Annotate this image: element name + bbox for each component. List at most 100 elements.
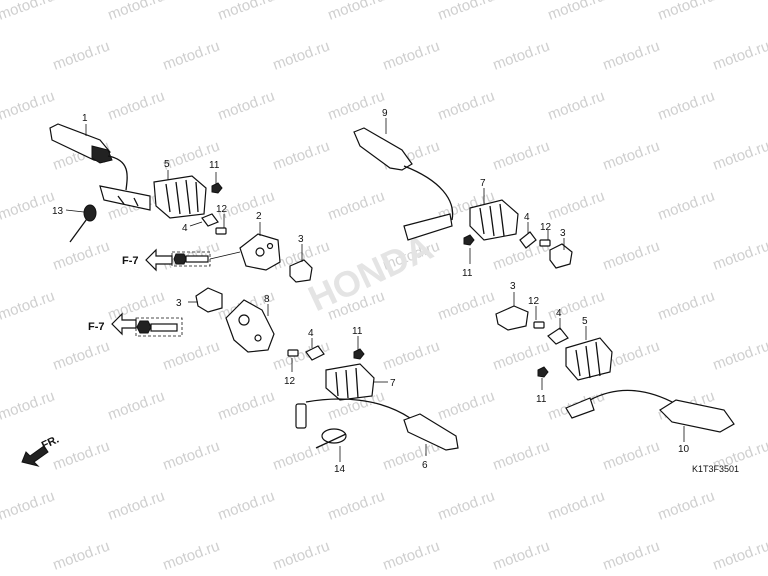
- watermark-text: motod.ru: [711, 538, 768, 574]
- bolt-upper: [171, 251, 241, 267]
- leader-lines: [65, 118, 685, 462]
- fasteners-lower-right: [533, 321, 569, 378]
- stay-bracket-8: [225, 299, 275, 353]
- watermark-text: motod.ru: [601, 438, 662, 474]
- collar-3-left: [195, 287, 223, 313]
- watermark-text: motod.ru: [51, 38, 112, 74]
- watermark-text: motod.ru: [656, 188, 717, 224]
- watermark-text: motod.ru: [161, 338, 222, 374]
- watermark-text: motod.ru: [381, 38, 442, 74]
- watermark-text: motod.ru: [0, 388, 57, 424]
- watermark-text: motod.ru: [436, 288, 497, 324]
- callout-11: 11: [352, 326, 363, 337]
- band-clamp-13: [69, 204, 97, 243]
- ref-label-f7-upper: F-7: [122, 255, 139, 267]
- watermark-text: motod.ru: [711, 38, 768, 74]
- winker-rear-left: [295, 398, 459, 451]
- callout-5: 5: [582, 316, 588, 327]
- watermark-text: motod.ru: [161, 438, 222, 474]
- watermark-text: motod.ru: [0, 538, 2, 574]
- watermark-text: motod.ru: [51, 338, 112, 374]
- watermark-text: motod.ru: [326, 88, 387, 124]
- ref-label-f7-lower: F-7: [88, 321, 105, 333]
- watermark-text: motod.ru: [216, 0, 277, 24]
- callout-3: 3: [560, 228, 566, 239]
- watermark-text: motod.ru: [0, 38, 2, 74]
- watermark-text: motod.ru: [106, 388, 167, 424]
- collar-3-upper-right: [549, 243, 573, 269]
- watermark-text: motod.ru: [436, 0, 497, 24]
- watermark-text: motod.ru: [216, 388, 277, 424]
- callout-3: 3: [298, 234, 304, 245]
- watermark-text: motod.ru: [326, 188, 387, 224]
- watermark-text: motod.ru: [0, 138, 2, 174]
- watermark-text: motod.ru: [381, 538, 442, 574]
- callout-12: 12: [540, 222, 552, 233]
- callout-10: 10: [678, 444, 690, 455]
- callout-12: 12: [284, 376, 296, 387]
- watermark-text: motod.ru: [436, 388, 497, 424]
- watermark-text: motod.ru: [161, 38, 222, 74]
- fasteners-upper-left: [201, 182, 227, 235]
- bolt-lower: [135, 317, 183, 337]
- watermark-text: motod.ru: [546, 88, 607, 124]
- rubber-mount-7-lower: [325, 363, 375, 401]
- collar-3-right: [495, 305, 529, 331]
- watermark-text: motod.ru: [766, 0, 768, 24]
- watermark-text: motod.ru: [216, 88, 277, 124]
- callout-11: 11: [209, 160, 220, 171]
- watermark-text: motod.ru: [711, 338, 768, 374]
- callout-11: 11: [462, 268, 473, 279]
- watermark-text: motod.ru: [216, 488, 277, 524]
- fasteners-upper-right: [463, 231, 551, 249]
- winker-front-left: [49, 123, 151, 211]
- watermark-text: motod.ru: [436, 88, 497, 124]
- watermark-text: motod.ru: [656, 288, 717, 324]
- watermark-text: motod.ru: [546, 188, 607, 224]
- callout-2: 2: [256, 211, 262, 222]
- watermark-text: motod.ru: [0, 438, 2, 474]
- watermark-text: motod.ru: [436, 488, 497, 524]
- watermark-text: motod.ru: [381, 338, 442, 374]
- watermark-text: motod.ru: [271, 38, 332, 74]
- watermark-text: motod.ru: [0, 488, 57, 524]
- fasteners-lower-left: [287, 345, 365, 361]
- band-tie-14: [315, 428, 347, 449]
- watermark-text: motod.ru: [711, 138, 768, 174]
- watermark-text: motod.ru: [271, 338, 332, 374]
- watermark-text: motod.ru: [546, 288, 607, 324]
- diagram-code: K1T3F3501: [692, 464, 739, 474]
- callout-3: 3: [176, 298, 182, 309]
- winker-rear-right: [565, 389, 735, 433]
- watermark-text: motod.ru: [0, 188, 57, 224]
- watermark-text: motod.ru: [491, 138, 552, 174]
- collar-3-upper: [289, 259, 313, 283]
- ref-arrow-lower: [111, 312, 137, 336]
- callout-11: 11: [536, 394, 547, 405]
- watermark-text: motod.ru: [656, 488, 717, 524]
- callout-7: 7: [390, 378, 396, 389]
- callout-4: 4: [524, 212, 530, 223]
- watermark-text: motod.ru: [106, 488, 167, 524]
- watermark-text: motod.ru: [0, 288, 57, 324]
- callout-4: 4: [308, 328, 314, 339]
- stay-bracket-2: [239, 233, 281, 271]
- watermark-text: motod.ru: [601, 538, 662, 574]
- watermark-text: motod.ru: [601, 238, 662, 274]
- callout-14: 14: [334, 464, 346, 475]
- watermark-text: motod.ru: [0, 338, 2, 374]
- watermark-text: motod.ru: [326, 0, 387, 24]
- callout-5: 5: [164, 159, 170, 170]
- watermark-text: motod.ru: [0, 88, 57, 124]
- watermark-text: motod.ru: [491, 38, 552, 74]
- watermark-text: motod.ru: [0, 238, 2, 274]
- front-direction-arrow: [21, 445, 49, 467]
- callout-7: 7: [480, 178, 486, 189]
- watermark-text: motod.ru: [51, 538, 112, 574]
- direction-label: FR.: [40, 434, 61, 452]
- watermark-text: motod.ru: [51, 238, 112, 274]
- rubber-mount-5-lower: [565, 337, 613, 381]
- watermark-text: motod.ru: [106, 88, 167, 124]
- watermark-text: motod.ru: [271, 438, 332, 474]
- callout-1: 1: [82, 113, 88, 124]
